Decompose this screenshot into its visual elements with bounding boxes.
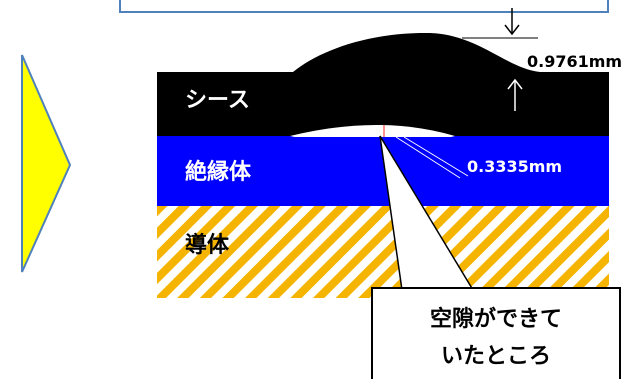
insulation-label: 絶縁体: [185, 159, 252, 185]
top-info-box: [119, 0, 609, 13]
callout-text-line-1: 空隙ができて: [430, 306, 562, 332]
gap-cavity: [290, 126, 455, 137]
sheath-thickness-value: 0.9761mm: [527, 52, 622, 71]
right-arrow-shape: [21, 54, 72, 273]
conductor-label: 導体: [185, 232, 230, 258]
sheath-label: シース: [185, 88, 250, 113]
up-arrow-head: [507, 78, 523, 90]
down-arrow-head: [504, 24, 520, 36]
gap-thickness-value: 0.3335mm: [467, 157, 562, 176]
gap-leader-line-2: [403, 136, 469, 177]
callout-text-line-2: いたところ: [441, 344, 551, 369]
conductor-layer: [157, 206, 609, 298]
callout-box: [371, 287, 621, 379]
gap-leader-line-1: [395, 136, 461, 179]
sheath-layer: [157, 32, 609, 136]
